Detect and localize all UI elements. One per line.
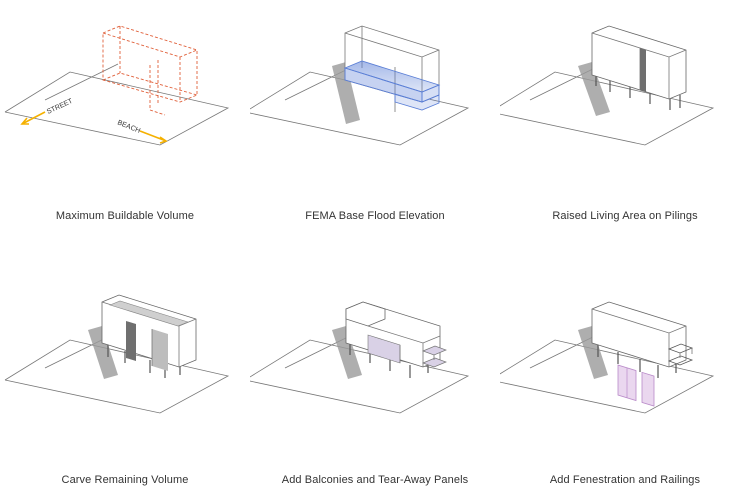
caption-carve-volume: Carve Remaining Volume [61, 474, 189, 486]
living-volume [591, 25, 687, 100]
panel-fema-flood: FEMA Base Flood Elevation [250, 0, 500, 244]
flood-elevation-plane [343, 60, 441, 111]
windows [617, 364, 655, 407]
panel-raised-pilings: Raised Living Area on Pilings [500, 0, 750, 244]
building-volume [345, 301, 441, 368]
street-label: STREET [46, 97, 75, 115]
caption-raised-pilings: Raised Living Area on Pilings [552, 210, 698, 222]
panel-balconies: Add Balconies and Tear-Away Panels [250, 245, 500, 489]
diagram-fenestration [500, 301, 715, 414]
panel-fenestration: Add Fenestration and Railings [500, 245, 750, 489]
building-volume [591, 301, 687, 368]
beach-label: BEACH [116, 119, 141, 135]
panel-max-volume: STREET BEACH Maximum Buildable Volume [0, 0, 250, 244]
panel-carve-volume: Carve Remaining Volume [0, 245, 250, 489]
railings [667, 343, 694, 366]
beach-arrow [139, 130, 168, 144]
diagram-carve-volume [4, 294, 230, 414]
buildable-volume-outline [102, 25, 198, 116]
carved-volume [101, 294, 197, 371]
pilings [597, 345, 677, 378]
balconies [422, 345, 447, 368]
diagram-balconies [250, 301, 470, 414]
diagram-fema-flood [250, 25, 470, 146]
street-arrow [20, 111, 46, 125]
caption-max-volume: Maximum Buildable Volume [55, 210, 195, 222]
diagram-raised-pilings [500, 25, 715, 146]
caption-fema-flood: FEMA Base Flood Elevation [305, 210, 445, 222]
diagram-max-volume: STREET BEACH [4, 25, 230, 146]
caption-fenestration: Add Fenestration and Railings [549, 474, 701, 486]
caption-balconies: Add Balconies and Tear-Away Panels [281, 474, 469, 486]
